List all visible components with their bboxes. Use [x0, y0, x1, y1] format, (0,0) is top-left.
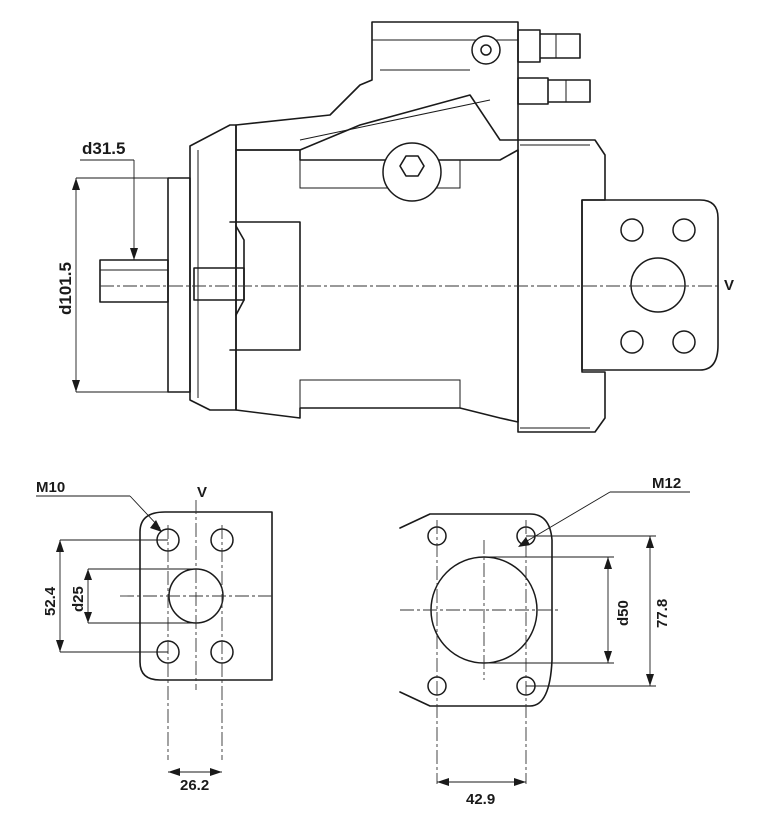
rear-bolt-hole — [672, 218, 696, 242]
rear-port-flange — [581, 199, 719, 371]
side-port-label: V — [724, 277, 734, 294]
pump-body — [235, 149, 519, 423]
rear-bolt-hole — [620, 330, 644, 354]
flange-m12-port-diameter: d50 — [615, 600, 632, 626]
flange-v-thread-label: M10 — [36, 479, 65, 496]
shaft-diameter-label: d31.5 — [82, 139, 125, 158]
flange-m12-view — [399, 513, 560, 784]
rear-port-bore — [630, 257, 686, 313]
mounting-pilot — [167, 177, 191, 393]
flange-v-port-label: V — [197, 484, 207, 501]
rear-cover — [517, 139, 606, 433]
flange-v-port-diameter: d25 — [70, 586, 87, 612]
rear-bolt-hole — [672, 330, 696, 354]
pilot-diameter-label: d101.5 — [56, 262, 75, 315]
adjustment-screw — [517, 29, 581, 63]
flange-m12-bolt-spacing-vertical: 77.8 — [654, 599, 671, 628]
flange-v-view — [120, 500, 273, 760]
pump-side-view — [99, 21, 720, 433]
flange-v-bolt-spacing-horizontal: 26.2 — [180, 777, 209, 794]
flange-m12-dimensions — [437, 491, 690, 786]
adjustment-screw — [517, 77, 591, 105]
flange-m12-bolt-spacing-horizontal: 42.9 — [466, 791, 495, 808]
flange-v-bolt-spacing-vertical: 52.4 — [42, 586, 59, 616]
compensator-valve — [235, 21, 519, 151]
flange-m12-thread-label: M12 — [652, 475, 681, 492]
side-dimensions — [72, 159, 168, 393]
rear-bolt-hole — [620, 218, 644, 242]
drive-shaft — [99, 259, 169, 303]
hex-plug — [382, 142, 442, 202]
flange-m12-outline — [399, 513, 553, 707]
flange-v-dimensions — [36, 495, 222, 776]
flange-v-outline — [139, 511, 273, 681]
